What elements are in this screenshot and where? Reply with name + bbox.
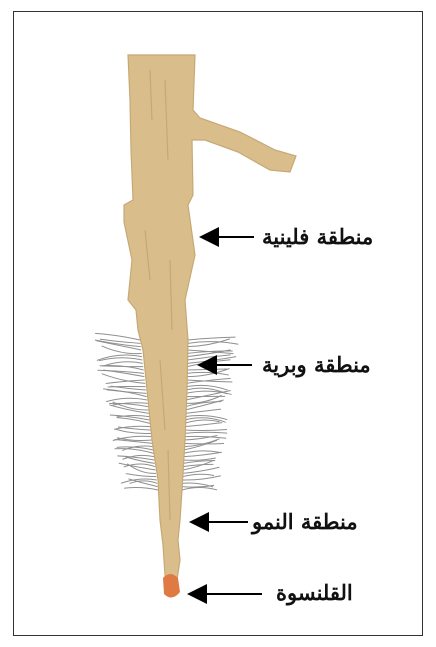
root-cap-shape (163, 574, 180, 598)
root-hair (182, 485, 214, 487)
root-hair (184, 429, 227, 430)
root-hair (182, 488, 217, 490)
label-root-cap: القلنسوة (276, 580, 353, 605)
root-hair (124, 488, 158, 490)
label-hair-zone: منطقة وبرية (262, 352, 371, 377)
root-hair (186, 385, 228, 390)
root-hair (184, 432, 227, 433)
root-hair (183, 458, 216, 460)
root-hair (185, 420, 220, 423)
root-hair (184, 440, 217, 450)
root-hair (126, 474, 157, 477)
root-hair (182, 476, 220, 480)
label-growth-zone: منطقة النمو (252, 509, 358, 534)
root-hair (117, 418, 150, 424)
root-hair (187, 369, 227, 370)
root-hair (185, 423, 223, 427)
root-hair (103, 370, 144, 377)
root-hair (183, 474, 215, 476)
label-cork-zone: منطقة فلينية (262, 224, 373, 249)
root-hair (183, 452, 222, 456)
root-hair (185, 409, 221, 413)
root-hair (97, 341, 142, 350)
root-hair (118, 427, 151, 430)
root-hair (102, 346, 142, 354)
root-hair (183, 467, 220, 473)
root-hair (106, 398, 147, 401)
